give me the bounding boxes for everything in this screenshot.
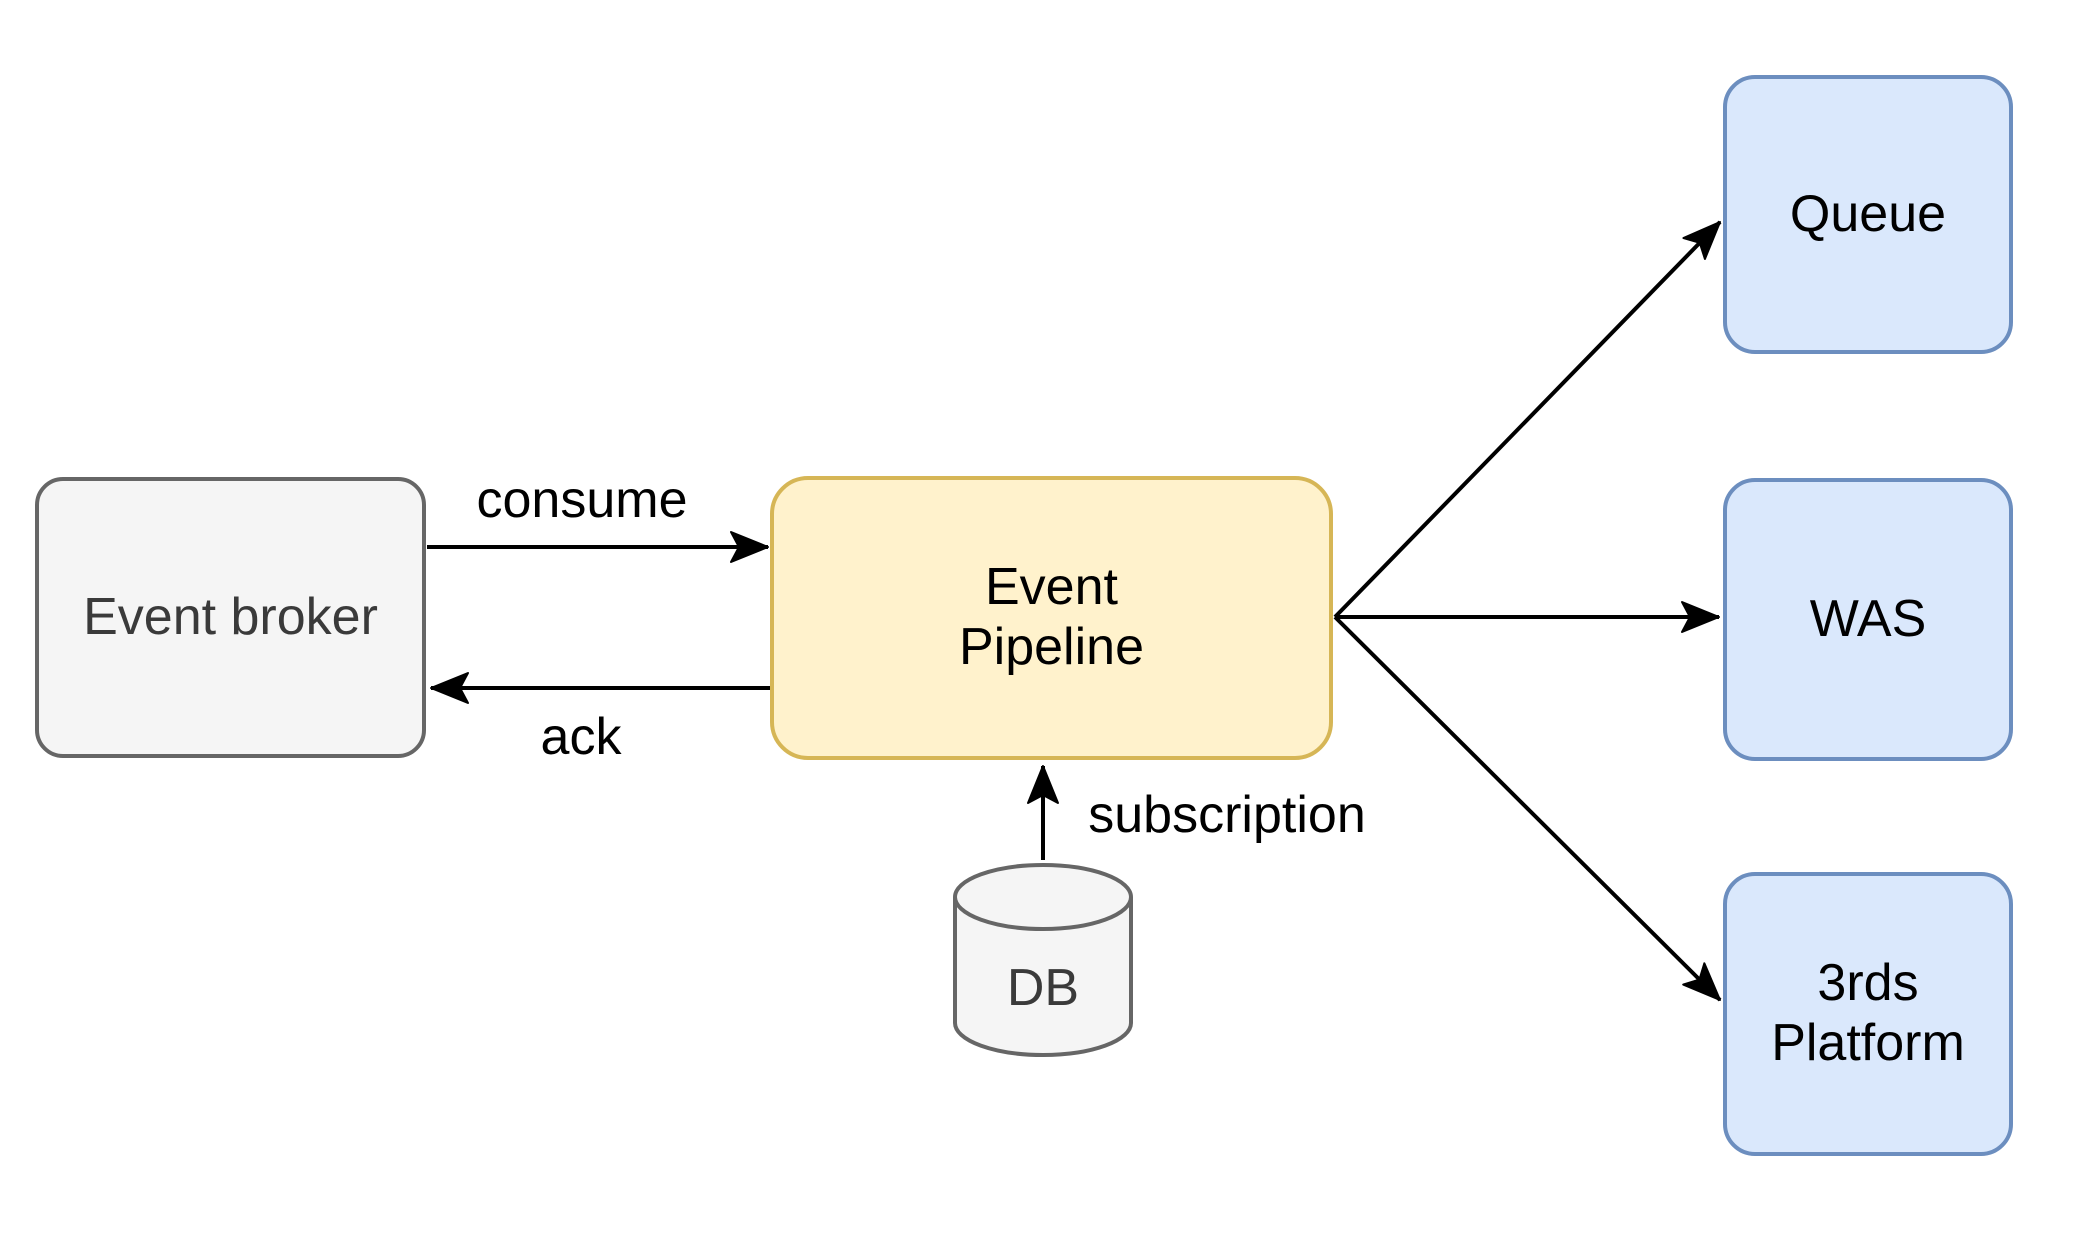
db-cylinder-body [953,897,1133,1057]
edge-label-consume: consume [476,471,688,529]
edge-label-subscription: subscription [1088,786,1366,844]
node-event-broker: Event broker [35,477,426,758]
edge-label-ack: ack [540,708,622,766]
node-event-pipeline: Event Pipeline [770,476,1333,760]
node-queue: Queue [1723,75,2013,354]
node-db-label: DB [1006,959,1080,1017]
db-cylinder-top [953,863,1133,931]
node-was: WAS [1723,478,2013,761]
edge-to-third-platform [1333,615,1722,1002]
node-third-platform: 3rds Platform [1723,872,2013,1156]
db-cylinder [953,863,1133,1057]
edge-to-queue [1333,220,1722,619]
